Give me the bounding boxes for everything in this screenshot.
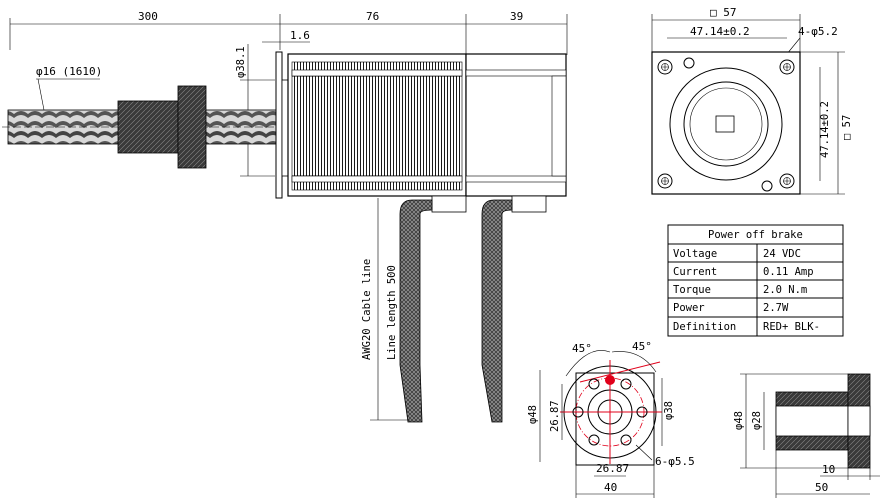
dim-holes-front: 4-φ5.2 xyxy=(798,25,838,38)
shaft-hole xyxy=(715,115,735,133)
brake-cable xyxy=(481,199,513,423)
nut-hole xyxy=(572,406,584,418)
motor-cable xyxy=(399,199,433,423)
front-boss-outer xyxy=(669,67,783,181)
table-label: Power xyxy=(673,302,705,314)
side-view: 300 76 39 1.6 φ38.1 φ16 (1610) xyxy=(2,10,568,423)
nut-hole xyxy=(588,434,600,446)
screw-label: φ16 (1610) xyxy=(36,65,102,78)
front-view: □ 57 47.14±0.2 4-φ5.2 □ 57 xyxy=(651,6,853,195)
nut-front-view: 45° 45° φ48 26.87 φ38 26.87 40 6-φ5.5 xyxy=(527,340,695,498)
nut-hole-marker xyxy=(605,375,615,385)
body-rail xyxy=(291,175,463,183)
motor-laminations xyxy=(291,61,463,191)
mount-hole xyxy=(657,173,673,189)
nut-dim-outer: φ48 xyxy=(527,405,539,424)
dim-76: 76 xyxy=(366,10,379,23)
table-value: 24 VDC xyxy=(763,248,801,260)
nut-hole xyxy=(620,434,632,446)
table-label: Definition xyxy=(673,321,736,333)
body-rail xyxy=(291,69,463,77)
dim-300: 300 xyxy=(138,10,158,23)
dim-hole-h: 47.14±0.2 xyxy=(690,25,750,38)
brake-cap xyxy=(551,75,567,177)
angle-a: 45° xyxy=(572,342,592,355)
leader-line xyxy=(635,444,653,461)
mount-hole xyxy=(779,173,795,189)
nut-side-bore xyxy=(775,405,849,437)
motor-pilot xyxy=(281,79,289,177)
table-label: Torque xyxy=(673,284,711,296)
screw-nut-body xyxy=(117,100,179,154)
nut-dim-flat-h: 26.87 xyxy=(596,462,629,475)
nut-dim-width: 40 xyxy=(604,481,617,494)
table-title: Power off brake xyxy=(708,229,803,241)
table-value: 2.7W xyxy=(763,302,789,314)
nut-dim-pcd: φ38 xyxy=(663,401,675,420)
leader-line xyxy=(37,78,45,111)
brake-rail xyxy=(465,69,567,77)
screw-nut-flange xyxy=(177,85,207,169)
nut-hole xyxy=(620,378,632,390)
table-value: RED+ BLK- xyxy=(763,321,820,333)
table-value: 0.11 Amp xyxy=(763,266,814,278)
cable-length: Line length 500 xyxy=(386,265,398,360)
nut-side-dim-length: 50 xyxy=(815,481,828,494)
brake-rail xyxy=(465,175,567,183)
nut-hole xyxy=(636,406,648,418)
mount-hole xyxy=(779,59,795,75)
motor-cable-gland xyxy=(431,195,467,213)
nut-side-flange-bore xyxy=(847,405,871,437)
nut-side-dim-flange: 10 xyxy=(822,463,835,476)
nut-hole xyxy=(588,378,600,390)
table-label: Current xyxy=(673,266,717,278)
dim-pilot: φ38.1 xyxy=(235,46,247,78)
table-label: Voltage xyxy=(673,248,717,260)
brake-cable-gland xyxy=(511,195,547,213)
dim-flange: 1.6 xyxy=(290,29,310,42)
nut-side-dim-body: φ28 xyxy=(751,411,763,430)
dim-square-top: □ 57 xyxy=(710,6,737,19)
angle-b: 45° xyxy=(632,340,652,353)
screw-head xyxy=(761,180,773,192)
nut-dim-holes: 6-φ5.5 xyxy=(655,455,695,468)
table-value: 2.0 N.m xyxy=(763,284,807,296)
nut-side-view: φ48 φ28 10 50 xyxy=(733,373,880,498)
front-boss xyxy=(683,81,769,167)
dim-hole-v: 47.14±0.2 xyxy=(819,101,831,158)
angle-arc xyxy=(565,350,611,377)
motor-flange xyxy=(275,51,283,199)
brake-table: Power off brake Voltage 24 VDC Current 0… xyxy=(667,224,844,337)
nut-dim-flat-v: 26.87 xyxy=(549,400,561,432)
nut-side-dim-outer: φ48 xyxy=(733,411,745,430)
dim-square-right: □ 57 xyxy=(841,115,853,140)
brake-body xyxy=(465,53,567,197)
cable-spec: AWG20 Cable line xyxy=(361,259,373,360)
screw-head xyxy=(683,57,695,69)
front-boss-inner xyxy=(689,87,763,161)
mount-hole xyxy=(657,59,673,75)
dim-39: 39 xyxy=(510,10,523,23)
angle-arc xyxy=(611,351,657,373)
